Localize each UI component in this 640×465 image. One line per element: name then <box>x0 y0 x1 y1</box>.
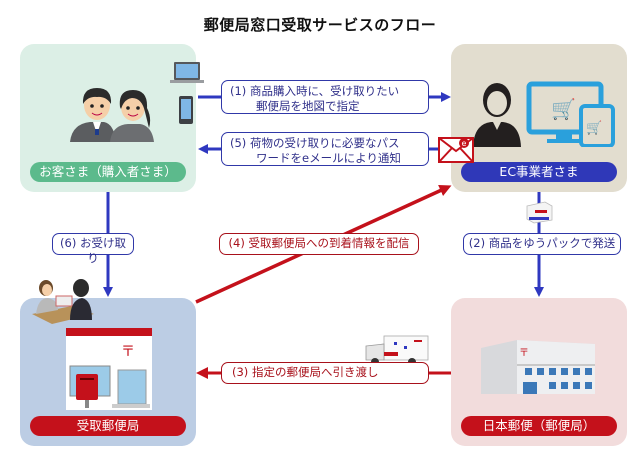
customer-label: お客さま（購入者さま） <box>30 162 186 182</box>
customer-node: お客さま（購入者さま） <box>20 44 196 192</box>
step2-label: (2) 商品をゆうパックで発送 <box>463 233 621 255</box>
svg-text:〒: 〒 <box>519 348 529 359</box>
ec-business-node: 🛒 🛒 EC事業者さま <box>451 44 627 192</box>
step1-label: (1) 商品購入時に、受け取りたい 郵便局を地図で指定 <box>221 80 429 114</box>
diagram-title: 郵便局窓口受取サービスのフロー <box>203 16 437 34</box>
step4-label: (4) 受取郵便局への到着情報を配信 <box>219 233 419 255</box>
ec-business-illustration-icon: 🛒 🛒 <box>473 81 615 147</box>
email-envelope-icon: e <box>438 137 474 163</box>
step6-label: (6) お受け取り <box>52 233 134 265</box>
laptop-phone-icon <box>170 62 204 124</box>
svg-text:🛒: 🛒 <box>586 120 602 136</box>
customers-illustration-icon <box>70 88 154 142</box>
svg-text:e: e <box>462 139 467 148</box>
ec-business-label: EC事業者さま <box>461 162 617 182</box>
svg-text:🛒: 🛒 <box>551 97 576 121</box>
counter-handover-icon <box>32 279 94 324</box>
svg-text:〒: 〒 <box>121 344 135 360</box>
post-office-headquarters-icon: 〒 <box>481 340 595 394</box>
pickup-post-office-label: 受取郵便局 <box>30 416 186 436</box>
step3-label: (3) 指定の郵便局へ引き渡し <box>221 362 429 384</box>
pickup-post-office-node: 〒 受取郵便局 <box>20 298 196 446</box>
step1-line2: 郵便局を地図で指定 <box>256 99 360 113</box>
japan-post-label: 日本郵便（郵便局） <box>461 416 617 436</box>
step5-line1: (5) 荷物の受け取りに必要なパス <box>230 136 400 150</box>
step5-line2: ワードをeメールにより通知 <box>256 151 401 165</box>
step1-line1: (1) 商品購入時に、受け取りたい <box>230 84 400 98</box>
step5-label: (5) 荷物の受け取りに必要なパス ワードをeメールにより通知 <box>221 132 429 166</box>
post-office-building-icon: 〒 <box>66 328 152 410</box>
yu-pack-parcel-icon <box>526 201 553 224</box>
japan-post-node: 〒 日本郵便（郵便局） <box>451 298 627 446</box>
